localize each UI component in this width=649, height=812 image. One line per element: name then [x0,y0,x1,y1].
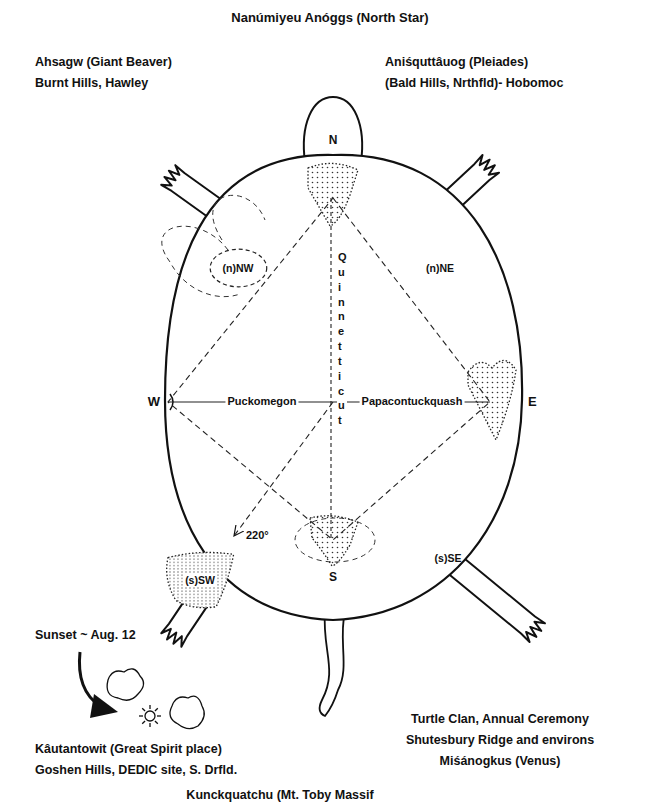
south-site-blob [310,516,358,566]
place-label: (Bald Hills, Nrthfld)- Hobomoc [385,76,563,91]
compass-letter: E [528,394,537,410]
node-text: (s)SW [183,574,217,587]
direction-label: (s)SE [435,552,462,565]
place-label: Ahsagw (Giant Beaver) [35,55,172,70]
angle-label: 220° [244,529,271,542]
sun-symbol [139,705,161,727]
sun-ray [155,721,158,724]
direction-lines [168,198,490,540]
compass-letter: N [329,133,338,147]
blob-outline [167,552,234,607]
compass-letter: W [148,394,160,410]
date-label: Sunset ~ Aug. 12 [35,628,136,643]
diamond-line [168,198,490,540]
place-label: Shutesbury Ridge and environs [406,733,594,748]
cloud [170,696,204,728]
node-text: (n)NW [221,262,256,275]
place-label: Kâutantowit (Great Spirit place) [35,742,222,757]
sun-ray [142,708,145,711]
turtle-shell [165,155,522,620]
region-outline [210,249,267,287]
sun-ray [149,723,150,727]
turtle-head [304,97,362,162]
axis-label: Puckomegon [225,395,298,408]
turtle-tail [320,612,345,716]
south-site-ring [295,518,375,562]
star-label: Aniśquttâuog (Pleiades) [385,55,528,70]
sun-ray [149,705,150,709]
direction-label: (n)NE [426,262,454,275]
ceremony-label: Turtle Clan, Annual Ceremony [411,712,589,727]
sun-ray [142,721,145,724]
star-label: Nanúmiyeu Anóggs (North Star) [231,10,428,26]
turtle-legs [161,155,545,647]
compass-letter: S [329,570,337,584]
region-circle: (n)NW [209,248,268,288]
northwest-dashed-arc [213,195,265,240]
site-blob: (s)SW [160,548,240,612]
sun-ray [155,708,158,711]
cloud [107,669,143,700]
turtle-leg [448,557,545,642]
east-site-blob [468,360,516,440]
north-site-blob [308,163,358,226]
north-south-line [330,198,331,540]
sun-disc [145,711,155,721]
sun-ray [157,715,161,716]
place-label: Burnt Hills, Hawley [35,76,148,91]
river-label: Quinnetticut [337,250,347,428]
star-label: Miśánogkus (Venus) [440,754,561,769]
sun-ray [139,715,143,716]
blob-ground [167,552,234,607]
axis-label: Papacontuckquash [360,395,465,408]
place-label: Kunckquatchu (Mt. Toby Massif [186,788,373,803]
place-label: Goshen Hills, DEDIC site, S. Drfld. [35,763,237,778]
